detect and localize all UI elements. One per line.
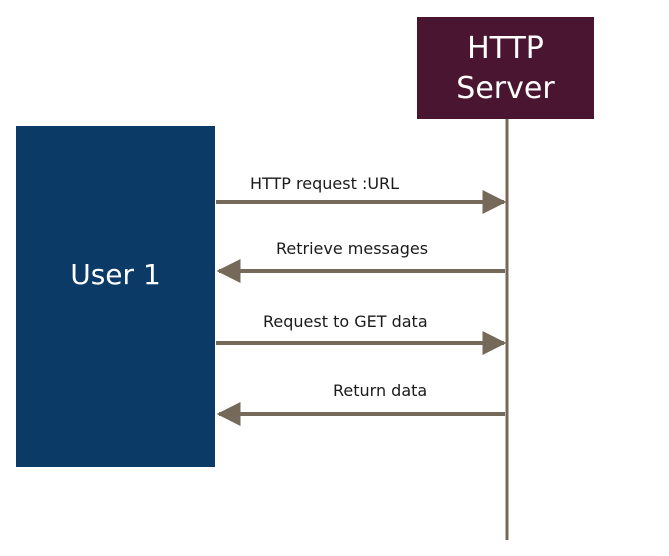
message-retrieve-messages: Retrieve messages [216, 239, 505, 283]
user-1-label: User 1 [70, 258, 161, 291]
http-server-box: HTTP Server [417, 17, 594, 119]
message-request-get-data: Request to GET data [216, 312, 507, 355]
user-1-box-background [16, 126, 215, 467]
message-return-data: Return data [216, 381, 505, 426]
http-server-label-line1: HTTP [467, 31, 544, 66]
user-1-box: User 1 [16, 126, 215, 467]
message-label: Return data [333, 381, 427, 400]
message-label: Request to GET data [263, 312, 428, 331]
message-http-request: HTTP request :URL [216, 174, 507, 214]
message-label: Retrieve messages [276, 239, 428, 258]
http-server-box-background [417, 17, 594, 119]
message-label: HTTP request :URL [250, 174, 399, 193]
http-server-label-line2: Server [456, 71, 555, 106]
